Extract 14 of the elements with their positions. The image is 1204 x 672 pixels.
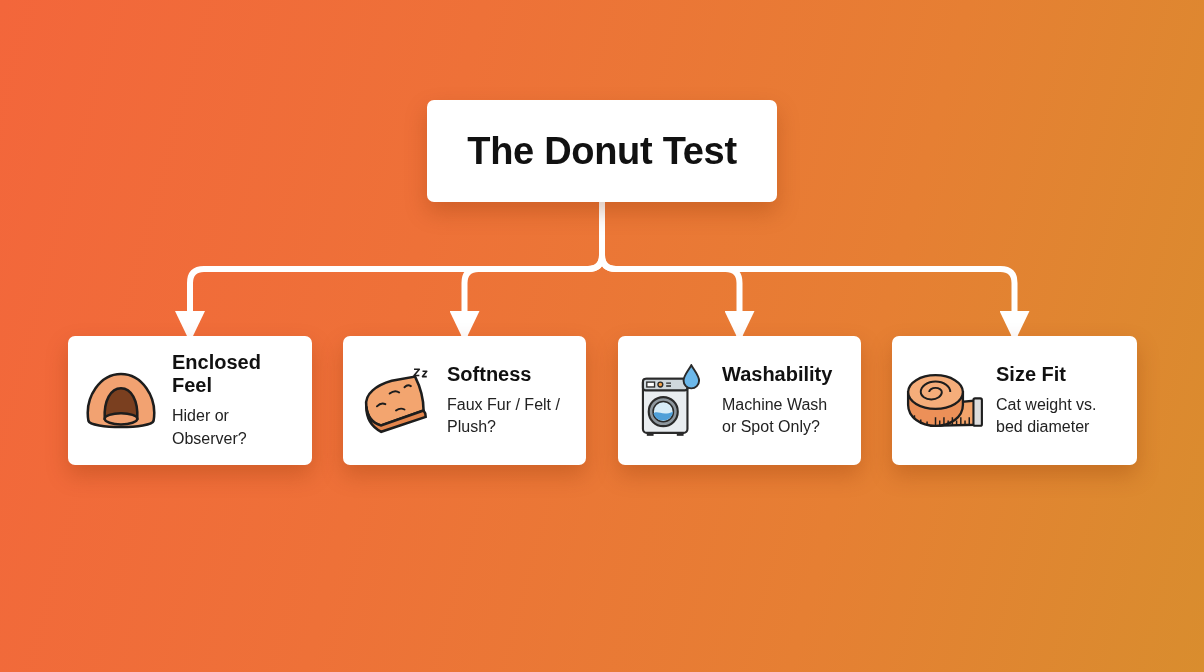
card-heading: Softness <box>447 362 533 386</box>
title-text: The Donut Test <box>467 129 737 173</box>
card-description: Machine Wash or Spot Only? <box>722 394 829 437</box>
category-card <box>618 336 861 465</box>
card-description: Cat weight vs. bed diameter <box>996 394 1098 437</box>
category-card <box>343 336 586 465</box>
card-heading: Washability <box>722 362 834 386</box>
category-card <box>68 336 312 465</box>
title-box <box>427 100 777 202</box>
card-heading: Size Fit <box>996 362 1067 386</box>
category-card <box>892 336 1137 465</box>
card-description: Hider or Observer? <box>172 406 248 449</box>
card-heading: Enclosed Feel <box>172 351 262 398</box>
card-description: Faux Fur / Felt / Plush? <box>447 394 561 437</box>
